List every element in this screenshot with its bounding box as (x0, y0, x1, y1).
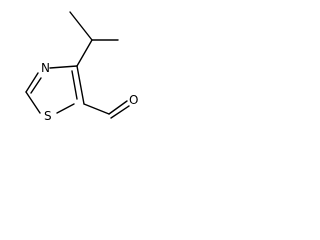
bond-c5-c4-outer (76, 65, 85, 105)
bond-n3-c2-inner (30, 77, 42, 94)
atom-label-oxygen: O (129, 93, 138, 107)
bond-c4-n3 (49, 65, 78, 69)
bond-carbonyl-co-lower (110, 105, 130, 119)
bond-isopropyl-left-methyl (69, 11, 93, 41)
bond-c5-to-carbonyl-carbon (83, 103, 110, 115)
atom-label-nitrogen: N (41, 61, 50, 75)
bond-ring-to-isopropyl (76, 39, 93, 67)
bond-c5-c4-inner (71, 70, 78, 100)
chemical-structure-diagram: N S O (25, 11, 138, 123)
bond-n3-c2-outer (25, 72, 39, 93)
bond-s1-c5 (56, 103, 75, 114)
bond-c2-s1 (25, 91, 41, 114)
atom-label-sulfur: S (44, 109, 52, 123)
bond-carbonyl-co-upper (108, 100, 128, 115)
